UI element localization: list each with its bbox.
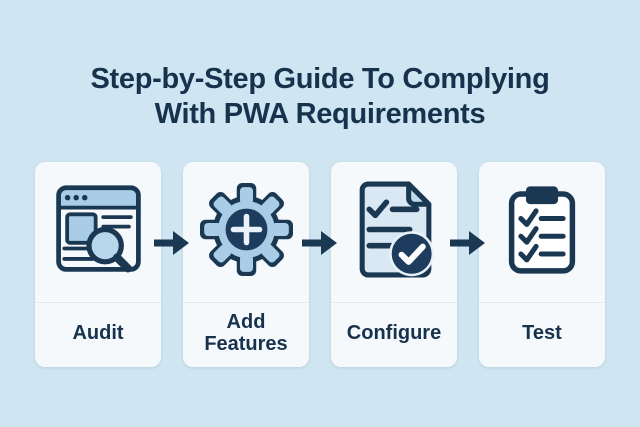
page-title: Step-by-Step Guide To Complying With PWA… (0, 62, 640, 132)
arrow-right-icon (302, 230, 338, 256)
step-card-configure: Configure (331, 162, 457, 367)
browser-magnifier-icon (51, 182, 146, 282)
arrow-right-icon (154, 230, 190, 256)
step-cards-row: Audit (0, 162, 640, 367)
arrow-right-icon (450, 230, 486, 256)
clipboard-checklist-icon (504, 183, 580, 281)
step-card-add-features: Add Features (183, 162, 309, 367)
step-label: Add Features (204, 310, 288, 355)
add-features-icon-area (183, 162, 309, 303)
step-label: Audit (72, 321, 124, 344)
document-check-icon (354, 179, 435, 285)
page-title-line1: Step-by-Step Guide To Complying (90, 63, 550, 95)
test-icon-area (479, 162, 605, 303)
step-label: Test (522, 321, 562, 344)
audit-icon-area (35, 162, 161, 303)
gear-plus-icon (199, 183, 293, 281)
page-title-line2: With PWA Requirements (154, 97, 486, 130)
configure-icon-area (331, 162, 457, 303)
step-card-test: Test (479, 162, 605, 367)
step-card-audit: Audit (35, 162, 161, 367)
step-label: Configure (346, 321, 442, 344)
